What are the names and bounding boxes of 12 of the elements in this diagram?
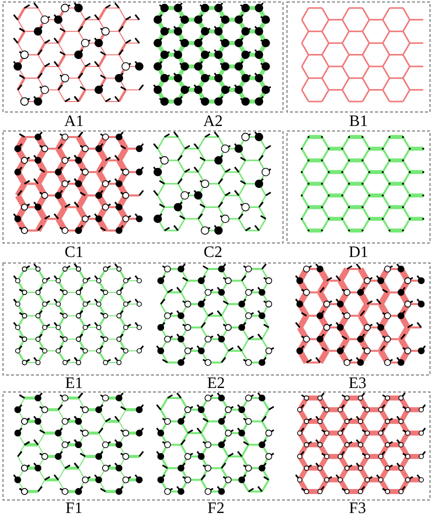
panel-label: A1 [64,114,84,130]
panel-label: F3 [349,501,366,517]
panel-label: C2 [204,245,222,261]
panel-label: E3 [348,376,366,392]
panel-label: E2 [207,376,225,392]
panel-label: F2 [208,501,224,517]
panel-label: A2 [203,114,223,130]
panel-label: B1 [349,114,368,130]
panel-label: D1 [348,245,368,261]
panel-label: C1 [64,245,84,261]
panel-label: E1 [65,376,83,392]
panel-label: F1 [66,501,82,517]
